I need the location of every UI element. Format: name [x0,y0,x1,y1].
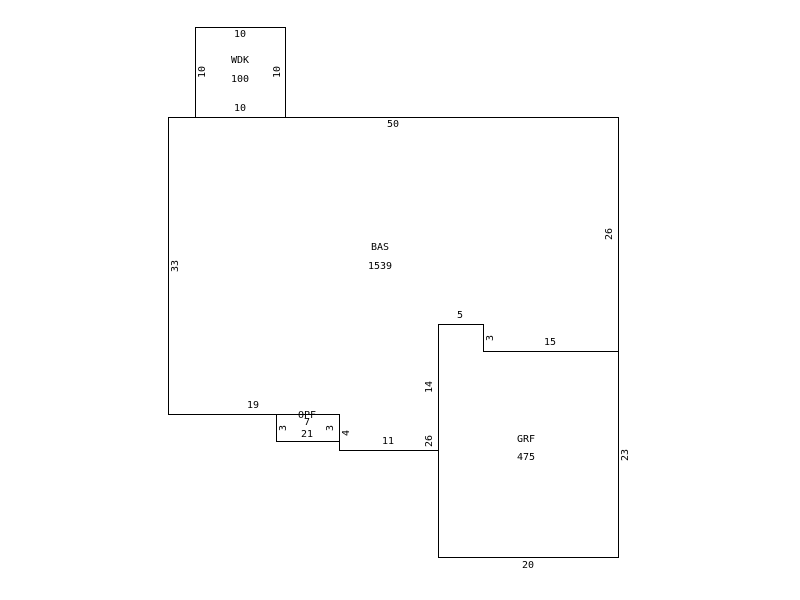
bas-label: BAS [371,242,389,253]
wdk-dim-right: 10 [272,66,283,78]
opf-dim-left: 3 [278,425,289,431]
wdk-dim-top: 10 [234,29,246,40]
grf-dim-right: 23 [620,449,631,461]
bas-dim-top: 50 [387,119,399,130]
grf-dim-left-lower: 26 [424,435,435,447]
opf-area: 21 [301,429,313,440]
grf-dim-left-upper: 14 [424,381,435,393]
bas-area: 1539 [368,261,392,272]
grf-outline [438,351,619,558]
wdk-section: 10 10 10 10 WDK 100 [195,27,286,118]
bas-dim-bottom-mid: 11 [382,436,394,447]
bas-dim-right: 26 [604,228,615,240]
grf-area: 475 [517,452,535,463]
bas-dim-left: 33 [170,260,181,272]
grf-dim-top-left: 5 [457,310,463,321]
opf-outline [276,414,340,442]
grf-dim-notch: 3 [485,335,496,341]
wdk-area: 100 [231,74,249,85]
wdk-label: WDK [231,55,249,66]
bas-dim-step-down: 4 [341,430,352,436]
grf-label: GRF [517,434,535,445]
wdk-dim-bottom: 10 [234,103,246,114]
bas-outline [168,117,619,451]
opf-section: 3 3 OPF 7 21 [276,410,340,442]
grf-dim-bottom: 20 [522,560,534,571]
opf-dim-top: 7 [304,417,310,428]
opf-dim-right: 3 [325,425,336,431]
grf-section: 5 3 15 14 26 23 20 GRF 475 [424,310,631,571]
grf-dim-top-right: 15 [544,337,556,348]
bas-dim-bottom-left: 19 [247,400,259,411]
opf-label: OPF [298,410,316,421]
wdk-dim-left: 10 [197,66,208,78]
bas-section: 50 26 33 19 4 11 BAS 1539 [168,117,619,451]
